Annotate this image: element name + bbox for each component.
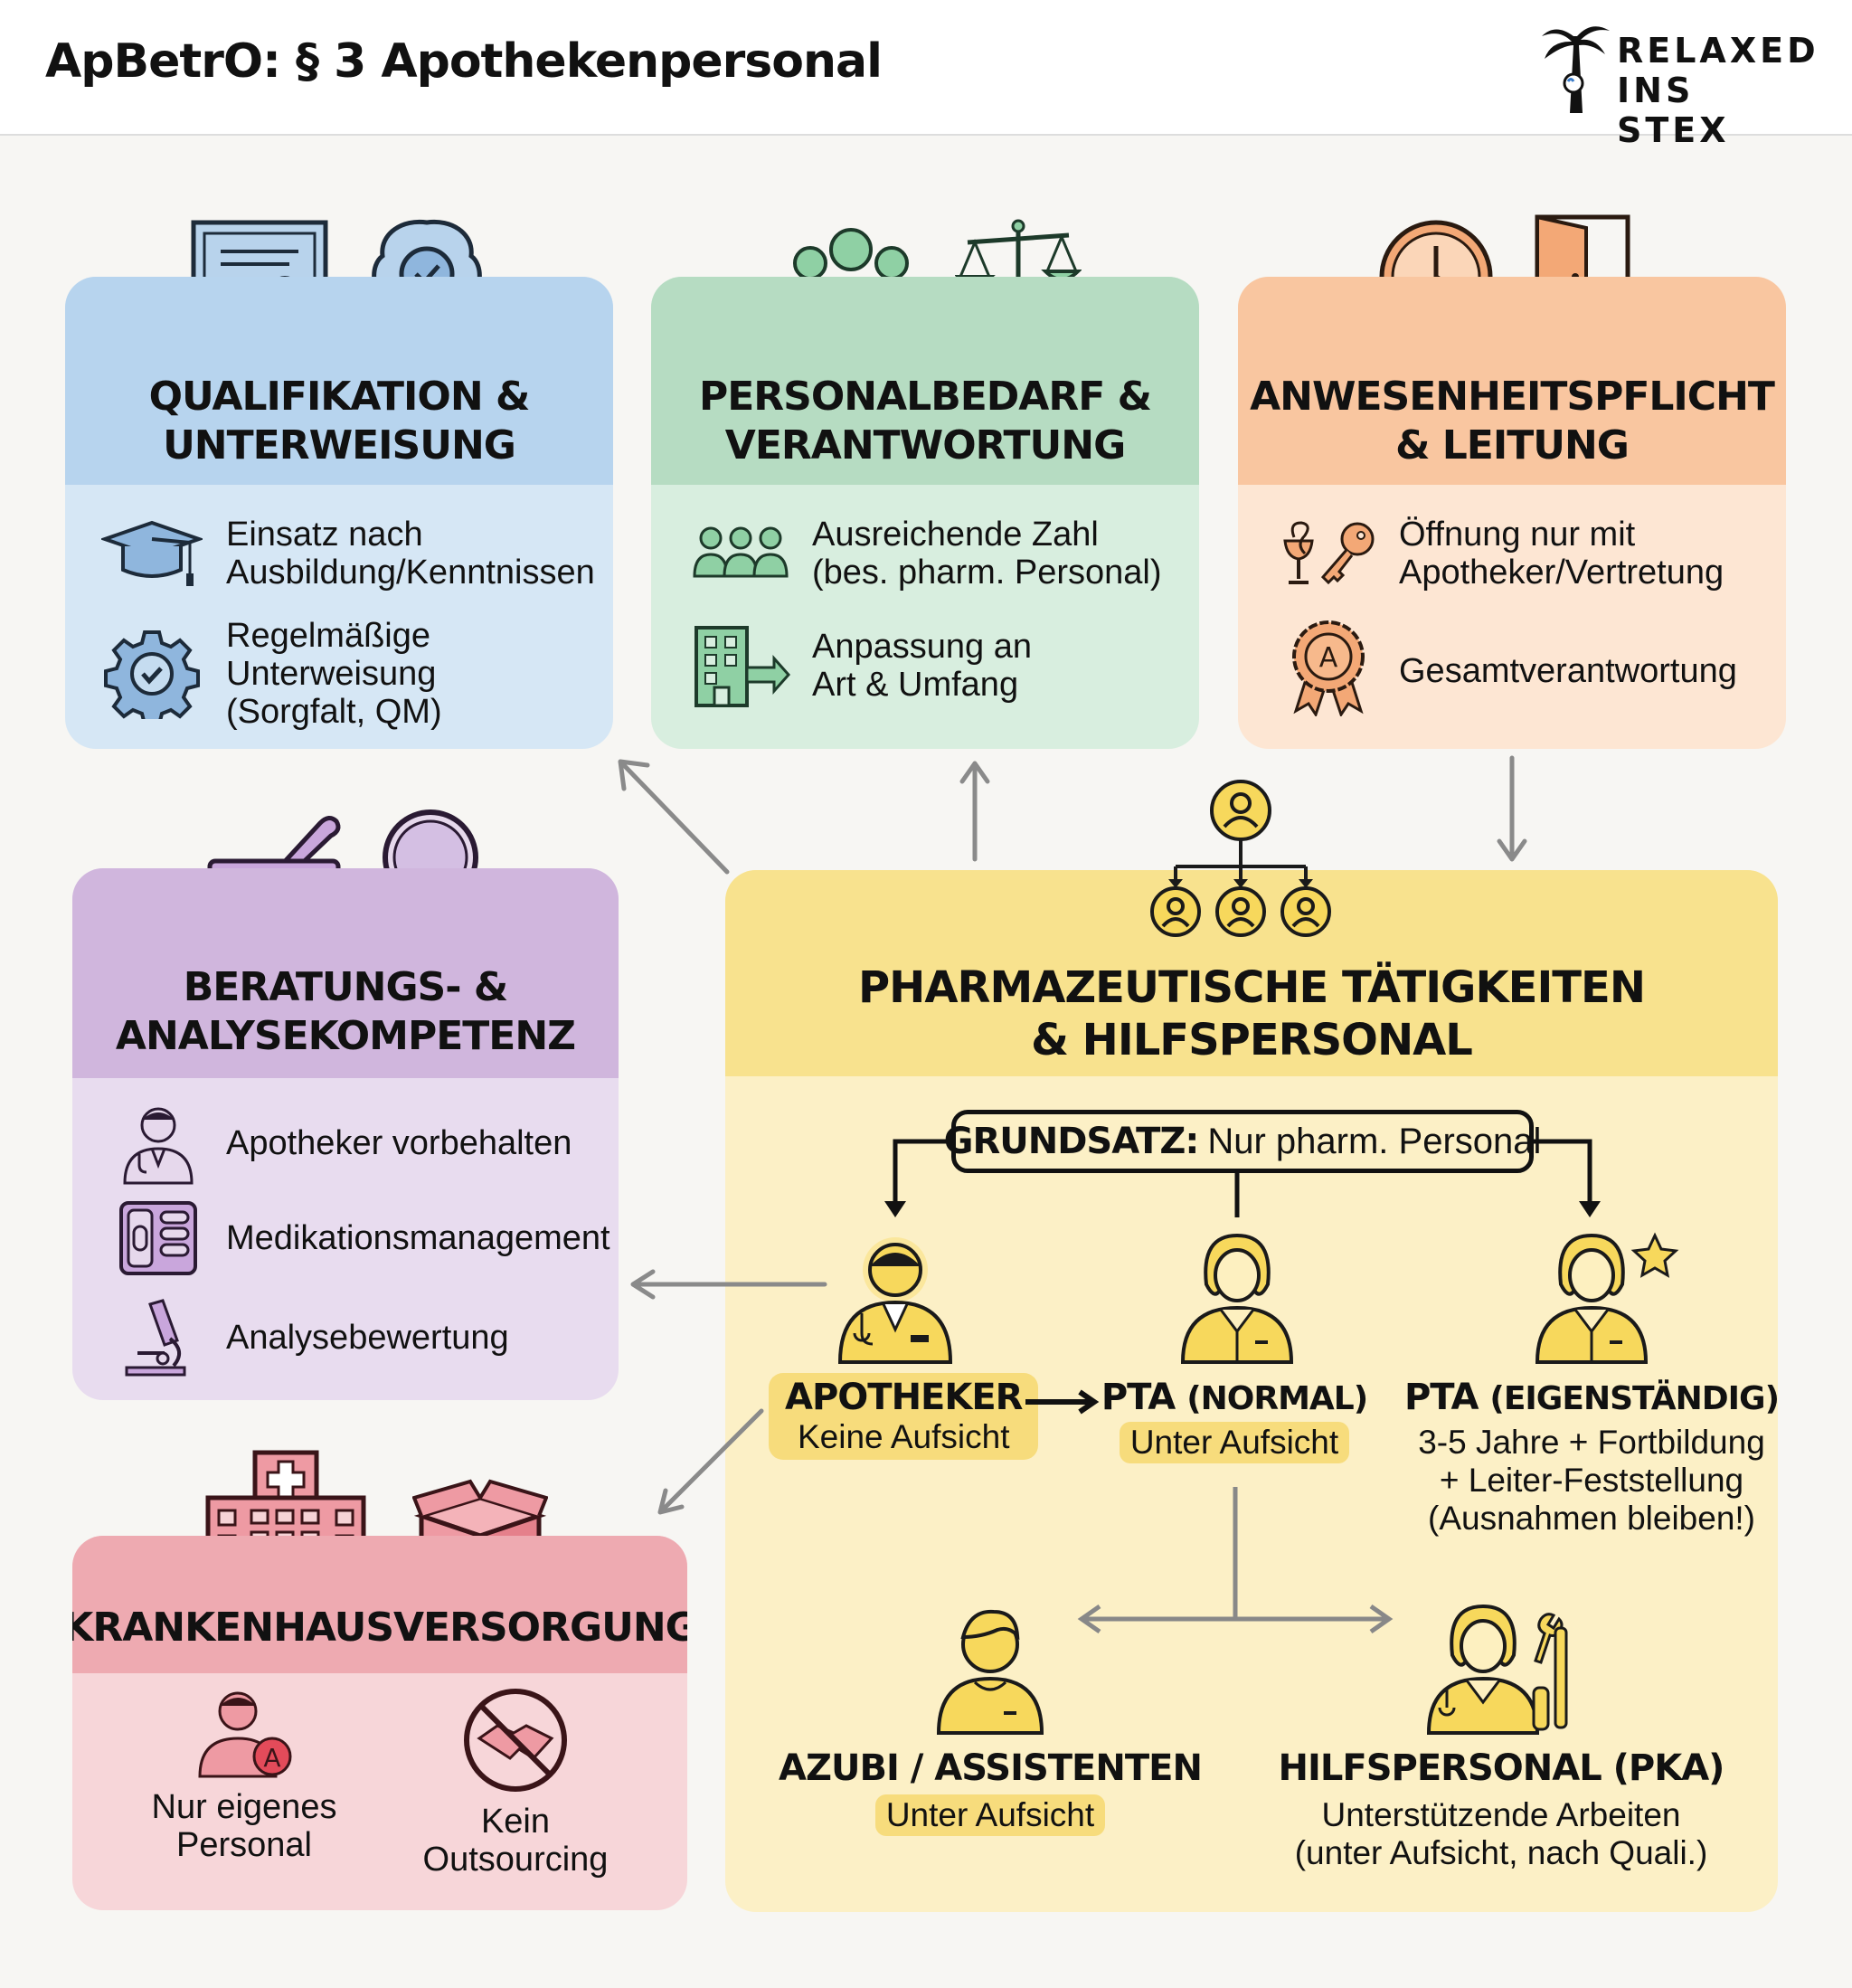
palm-tree-logo-icon <box>1542 26 1610 114</box>
list-item: Ausreichende Zahl (bes. pharm. Personal) <box>691 516 1199 592</box>
page-title: ApBetrO: § 3 Apothekenpersonal <box>45 34 883 89</box>
list-item: Anpassung an Art & Umfang <box>691 622 1199 709</box>
gear-check-icon <box>104 630 200 719</box>
arrow-from-anwesenheit <box>1497 755 1527 862</box>
list-item: Apotheker vorbehalten <box>118 1098 619 1188</box>
no-handshake-icon <box>463 1689 567 1792</box>
arrow-to-personalbedarf <box>959 761 990 862</box>
card-qualifikation-title: QUALIFIKATION &UNTERWEISUNG <box>65 277 613 485</box>
list-item: Öffnung nur mit Apotheker/Vertretung <box>1278 516 1786 592</box>
header: ApBetrO: § 3 Apothekenpersonal RELAXED I… <box>0 0 1852 150</box>
card-personalbedarf-title: PERSONALBEDARF &VERANTWORTUNG <box>651 277 1199 485</box>
people-group-icon <box>693 526 789 578</box>
hierarchy-icon <box>1150 780 1331 937</box>
role-pka: HILFSPERSONAL (PKA) Unterstützende Arbei… <box>1278 1747 1725 1871</box>
award-badge-icon: A <box>1292 620 1365 716</box>
card-krankenhaus-title: KRANKENHAUSVERSORGUNG <box>72 1536 687 1673</box>
pta-normal-icon <box>1180 1233 1294 1364</box>
list-item: Medikationsmanagement <box>118 1188 619 1288</box>
logo-line1: RELAXED <box>1617 31 1819 71</box>
list-item: Kein Outsourcing <box>423 1686 608 1879</box>
pta-eigenstaendig-icon <box>1535 1232 1679 1364</box>
pharmacy-key-icon <box>1283 521 1375 585</box>
role-apotheker-label: APOTHEKER <box>785 1377 1023 1418</box>
pharmacist-icon <box>123 1107 194 1185</box>
list-item: A Nur eigenes Personal <box>152 1686 336 1879</box>
card-krankenhaus: KRANKENHAUSVERSORGUNG A Nur eigenes Pers… <box>72 1536 687 1910</box>
list-item: Einsatz nach Ausbildung/Kenntnissen <box>101 516 613 592</box>
role-apotheker: APOTHEKER Keine Aufsicht <box>769 1373 1039 1460</box>
role-pta-normal-sub: Unter Aufsicht <box>1119 1422 1350 1463</box>
role-pta-eigenstaendig: PTA (EIGENSTÄNDIG) 3-5 Jahre + Fortbildu… <box>1403 1377 1780 1537</box>
pka-icon <box>1426 1604 1568 1735</box>
svg-text:A: A <box>1319 642 1338 674</box>
own-staff-icon: A <box>198 1691 292 1778</box>
pill-box-icon <box>119 1201 197 1275</box>
list-item: Analysebewertung <box>118 1288 619 1387</box>
role-azubi: AZUBI / ASSISTENTEN Unter Aufsicht <box>778 1747 1203 1836</box>
arrow-apotheker-to-pta <box>1025 1389 1100 1415</box>
card-beratung: BERATUNGS- &ANALYSEKOMPETENZ Apotheker v… <box>72 868 619 1400</box>
card-anwesenheit-title: ANWESENHEITSPFLICHT& LEITUNG <box>1238 277 1786 485</box>
graduation-cap-icon <box>101 520 203 586</box>
list-item: Regelmäßige Unterweisung (Sorgfalt, QM) <box>101 617 613 731</box>
svg-text:A: A <box>263 1743 280 1773</box>
logo: RELAXED INS STEX <box>1537 18 1816 150</box>
star-icon <box>1630 1232 1679 1278</box>
role-pta-normal: PTA (NORMAL) Unter Aufsicht <box>1094 1377 1375 1463</box>
grundsatz-box: GRUNDSATZ: Nur pharm. Personal <box>944 1110 1541 1173</box>
grundsatz-connectors <box>884 1139 1601 1217</box>
building-arrow-icon <box>694 626 790 707</box>
arrow-to-qualifikation <box>618 759 730 875</box>
apotheker-icon <box>837 1237 953 1364</box>
azubi-icon <box>936 1609 1044 1735</box>
list-item: A Gesamtverantwortung <box>1278 620 1786 716</box>
card-beratung-title: BERATUNGS- &ANALYSEKOMPETENZ <box>72 868 619 1078</box>
card-anwesenheit: ANWESENHEITSPFLICHT& LEITUNG Öffnung nur… <box>1238 277 1786 749</box>
grundsatz-text: Nur pharm. Personal <box>1207 1121 1542 1161</box>
role-azubi-sub: Unter Aufsicht <box>874 1794 1106 1836</box>
branch-connector <box>1077 1487 1394 1634</box>
microscope-icon <box>125 1299 186 1377</box>
role-apotheker-sub: Keine Aufsicht <box>798 1418 1010 1455</box>
card-qualifikation: QUALIFIKATION &UNTERWEISUNG Einsatz nach… <box>65 277 613 749</box>
grundsatz-label: GRUNDSATZ: <box>943 1121 1200 1162</box>
logo-line2: INS STEX <box>1617 71 1730 150</box>
card-personalbedarf: PERSONALBEDARF &VERANTWORTUNG Ausreichen… <box>651 277 1199 749</box>
